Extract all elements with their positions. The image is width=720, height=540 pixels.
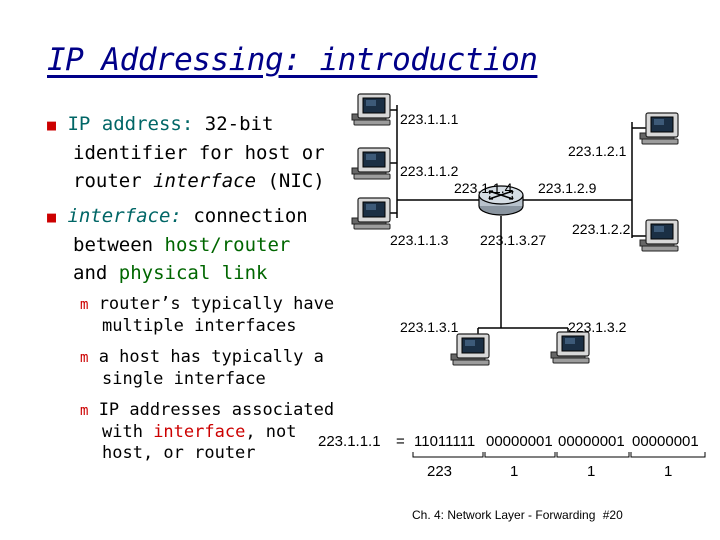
decimal-byte: 1 xyxy=(587,463,596,480)
router-icon xyxy=(478,185,524,216)
decimal-byte: 223 xyxy=(427,463,453,480)
binary-byte: 11011111 xyxy=(414,433,476,450)
host-computer-icon xyxy=(351,93,391,126)
decimal-byte: 1 xyxy=(664,463,673,480)
binary-byte: 00000001 xyxy=(558,433,625,450)
ip-label: 223.1.2.9 xyxy=(538,180,597,196)
host-computer-icon xyxy=(639,219,679,252)
binary-lhs: 223.1.1.1 xyxy=(318,433,381,450)
bullet-ip-address: ■ IP address: 32-bit identifier for host… xyxy=(47,113,325,192)
ip-label: 223.1.3.2 xyxy=(568,319,627,335)
byte-brackets xyxy=(412,452,706,458)
host-computer-icon xyxy=(351,197,391,230)
ip-label: 223.1.3.1 xyxy=(400,319,459,335)
decimal-byte: 1 xyxy=(510,463,519,480)
host-computer-icon xyxy=(450,333,490,366)
ip-label: 223.1.1.3 xyxy=(390,232,449,248)
bullet-m-icon: m xyxy=(80,350,89,366)
bullet-m-icon: m xyxy=(80,297,89,313)
host-computer-icon xyxy=(639,112,679,145)
binary-equals: = xyxy=(396,433,405,450)
host-computer-icon xyxy=(550,331,590,364)
bullet-square-icon: ■ xyxy=(47,208,57,226)
host-computer-icon xyxy=(351,147,391,180)
binary-byte: 00000001 xyxy=(632,433,699,450)
slide-footer: Ch. 4: Network Layer - Forwarding #20 xyxy=(412,508,623,522)
sub-bullet-router: m router’s typically have multiple inter… xyxy=(80,294,335,336)
page-title: IP Addressing: introduction xyxy=(47,42,538,78)
sub-bullet-ip-associated: m IP addresses associated with interface… xyxy=(80,400,335,463)
page-number: #20 xyxy=(602,508,623,522)
bullet-square-icon: ■ xyxy=(47,116,57,134)
ip-label: 223.1.2.1 xyxy=(568,143,627,159)
bullet-interface: ■ interface: connection between host/rou… xyxy=(47,205,308,284)
ip-label: 223.1.3.27 xyxy=(480,232,547,248)
ip-label: 223.1.2.2 xyxy=(572,221,631,237)
sub-bullet-host: m a host has typically a single interfac… xyxy=(80,347,324,389)
bullet-m-icon: m xyxy=(80,403,89,419)
ip-label: 223.1.1.1 xyxy=(400,111,459,127)
binary-byte: 00000001 xyxy=(486,433,553,450)
ip-label: 223.1.1.2 xyxy=(400,163,459,179)
ip-label: 223.1.1.4 xyxy=(454,180,513,196)
